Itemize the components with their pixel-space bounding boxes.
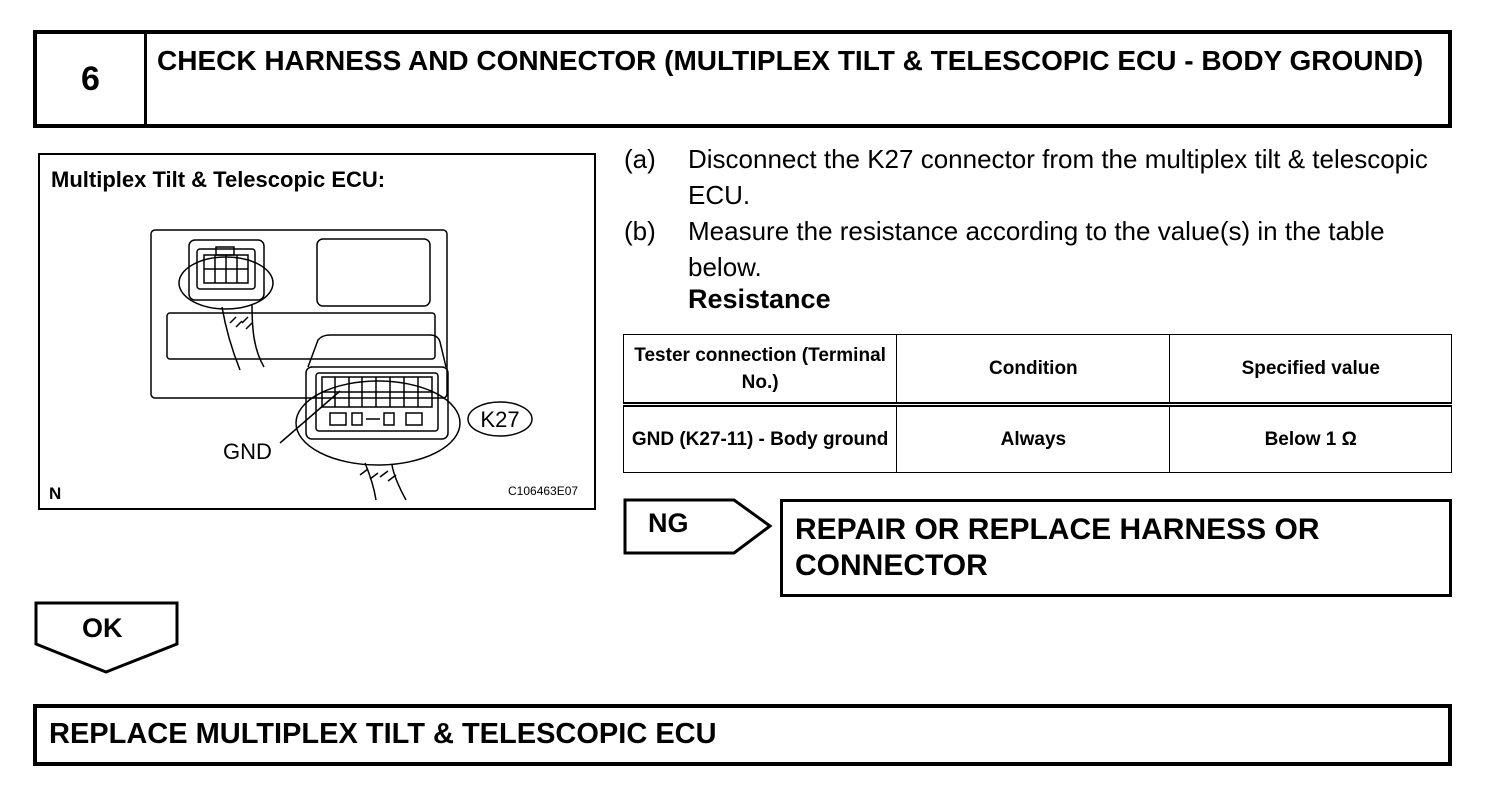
table-cell: Below 1 Ω bbox=[1169, 404, 1452, 473]
instruction-a-text: Disconnect the K27 connector from the mu… bbox=[688, 144, 1428, 210]
instruction-b: (b) Measure the resistance according to … bbox=[624, 213, 1444, 285]
step-number: 6 bbox=[37, 34, 147, 124]
resistance-table: Tester connection (Terminal No.) Conditi… bbox=[622, 334, 1452, 473]
figure-code: C106463E07 bbox=[508, 484, 579, 498]
large-connector-hood bbox=[307, 334, 447, 368]
table-cell: GND (K27-11) - Body ground bbox=[622, 404, 898, 473]
large-harness-wire bbox=[364, 462, 377, 501]
ok-label: OK bbox=[82, 613, 123, 643]
gnd-label: GND bbox=[223, 439, 272, 464]
result-text: REPLACE MULTIPLEX TILT & TELESCOPIC ECU bbox=[49, 718, 717, 750]
ecu-label-window bbox=[316, 238, 431, 307]
ng-action-text: REPAIR OR REPLACE HARNESS OR CONNECTOR bbox=[795, 513, 1320, 582]
small-connector-circle bbox=[178, 256, 274, 310]
table-header-cell: Specified value bbox=[1169, 334, 1452, 407]
instruction-b-text: Measure the resistance according to the … bbox=[688, 216, 1385, 282]
small-harness-wire bbox=[221, 306, 241, 371]
k27-label: K27 bbox=[480, 407, 519, 432]
small-connector-outline bbox=[188, 239, 265, 301]
ng-action-box: REPAIR OR REPLACE HARNESS OR CONNECTOR bbox=[780, 499, 1452, 597]
connector-figure: GND K27 Multiplex Tilt & Telescopic ECU:… bbox=[38, 153, 596, 510]
resistance-title: Resistance bbox=[688, 284, 831, 314]
table-header-row: Tester connection (Terminal No.) Conditi… bbox=[622, 334, 1452, 407]
gnd-leader-line bbox=[279, 390, 341, 444]
large-connector-outline bbox=[305, 366, 449, 440]
instruction-b-label: (b) bbox=[624, 216, 656, 246]
step-header: 6 CHECK HARNESS AND CONNECTOR (MULTIPLEX… bbox=[33, 30, 1452, 128]
table-row: GND (K27-11) - Body ground Always Below … bbox=[622, 404, 1452, 473]
table-header-cell: Tester connection (Terminal No.) bbox=[622, 334, 898, 407]
figure-corner-letter: N bbox=[49, 484, 62, 503]
ecu-connector-illustration: GND K27 bbox=[150, 229, 533, 501]
ok-arrow bbox=[34, 601, 179, 674]
instruction-a-label: (a) bbox=[624, 144, 656, 174]
step-title: CHECK HARNESS AND CONNECTOR (MULTIPLEX T… bbox=[157, 45, 1424, 76]
result-box: REPLACE MULTIPLEX TILT & TELESCOPIC ECU bbox=[33, 704, 1452, 766]
instruction-a: (a) Disconnect the K27 connector from th… bbox=[624, 141, 1444, 213]
large-connector-circle bbox=[295, 380, 461, 466]
figure-title: Multiplex Tilt & Telescopic ECU: bbox=[51, 167, 386, 192]
k27-oval bbox=[467, 401, 533, 437]
ng-label: NG bbox=[648, 508, 689, 538]
table-cell: Always bbox=[896, 404, 1171, 473]
ng-arrow bbox=[623, 498, 773, 555]
ecu-groove bbox=[166, 312, 436, 360]
ecu-body-outline bbox=[150, 229, 448, 399]
table-header-cell: Condition bbox=[896, 334, 1171, 407]
